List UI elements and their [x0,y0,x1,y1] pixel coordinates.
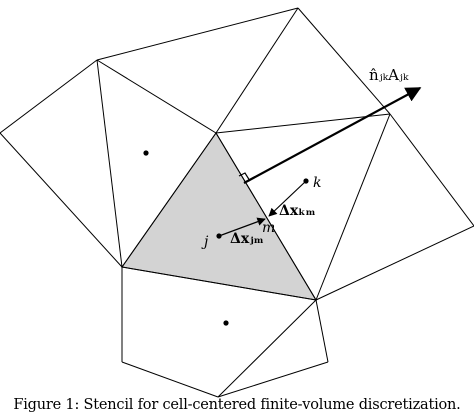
right-angle-marker [238,172,251,182]
figure-caption: Figure 1: Stencil for cell-centered fini… [13,397,461,413]
centroid-upper-left [143,150,149,156]
dx-jm-arrow [218,217,266,237]
dx-km-arrow [268,180,307,217]
j-label: j [201,234,209,250]
normal-vector-arrow [243,87,422,184]
normal-area-label: n̂ⱼₖAⱼₖ [369,66,409,84]
dx-jm-label: Δxⱼₘ [230,231,264,247]
k-label: k [313,175,321,191]
mesh-edges [0,7,474,398]
dx-km-label: Δxₖₘ [279,203,316,219]
centroid-lower [223,320,229,326]
m-label: m [262,220,275,236]
